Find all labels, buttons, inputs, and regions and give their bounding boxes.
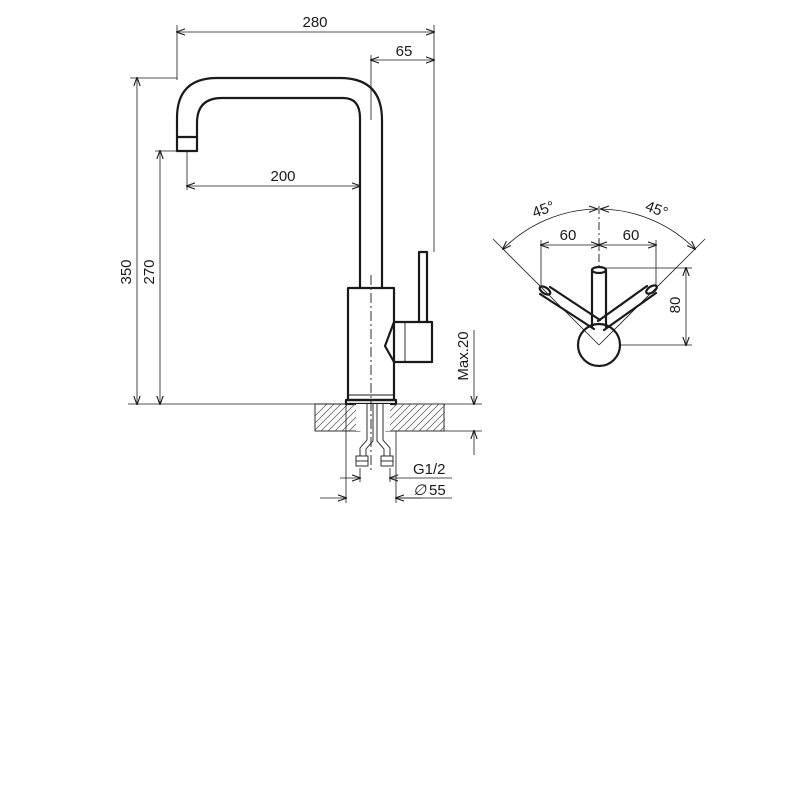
spout-inner xyxy=(195,96,362,290)
dim-base-diameter: 55 xyxy=(429,482,446,499)
angle-right-label: 45° xyxy=(643,198,670,222)
dim-overall-height: 350 xyxy=(118,259,135,284)
hatch-line xyxy=(439,425,445,431)
lever-left xyxy=(538,285,602,331)
dim-spout-height: 270 xyxy=(141,259,158,284)
dim-thread: G1/2 xyxy=(413,461,446,478)
hatch-line xyxy=(461,404,488,431)
handle-lever xyxy=(417,250,429,324)
hatch-line xyxy=(432,418,445,431)
hatch-line xyxy=(404,403,433,431)
lever-right xyxy=(596,284,658,332)
hatch-line xyxy=(447,404,474,431)
hatch-line xyxy=(315,403,328,417)
dim-overall-reach: 280 xyxy=(302,14,327,31)
hatch-line xyxy=(390,403,419,431)
dim-max-thickness: Max.20 xyxy=(455,331,472,380)
handle-block xyxy=(383,320,434,364)
hatch-line xyxy=(468,404,495,431)
handle-rotation-detail: 45° 45° 60 60 80 xyxy=(492,198,706,368)
aerator xyxy=(175,135,199,153)
hatch-line xyxy=(454,404,481,431)
lever-center xyxy=(590,268,608,329)
offset-right-label: 60 xyxy=(623,227,640,244)
hatch-line xyxy=(315,403,342,431)
angle-left-label: 45° xyxy=(530,198,557,222)
side-view-dimensions: 280 65 200 350 270 Max.20 G1/2 xyxy=(118,14,482,503)
countertop-section xyxy=(314,403,495,432)
dim-spout-reach: 200 xyxy=(270,168,295,185)
hatch-line xyxy=(397,403,426,431)
offset-left-label: 60 xyxy=(560,227,577,244)
faucet-side-view xyxy=(175,76,495,470)
height-label: 80 xyxy=(667,297,684,314)
hatch-line xyxy=(315,403,335,424)
diameter-symbol: ∅ xyxy=(413,482,427,499)
hatch-line xyxy=(425,411,445,431)
spout-outer xyxy=(175,76,384,290)
supply-hoses xyxy=(355,404,394,467)
hatch-line xyxy=(320,403,349,431)
dim-spout-offset: 65 xyxy=(396,43,413,60)
hatch-line xyxy=(411,403,440,431)
hatch-line xyxy=(327,403,356,431)
hatch-line xyxy=(418,404,445,431)
